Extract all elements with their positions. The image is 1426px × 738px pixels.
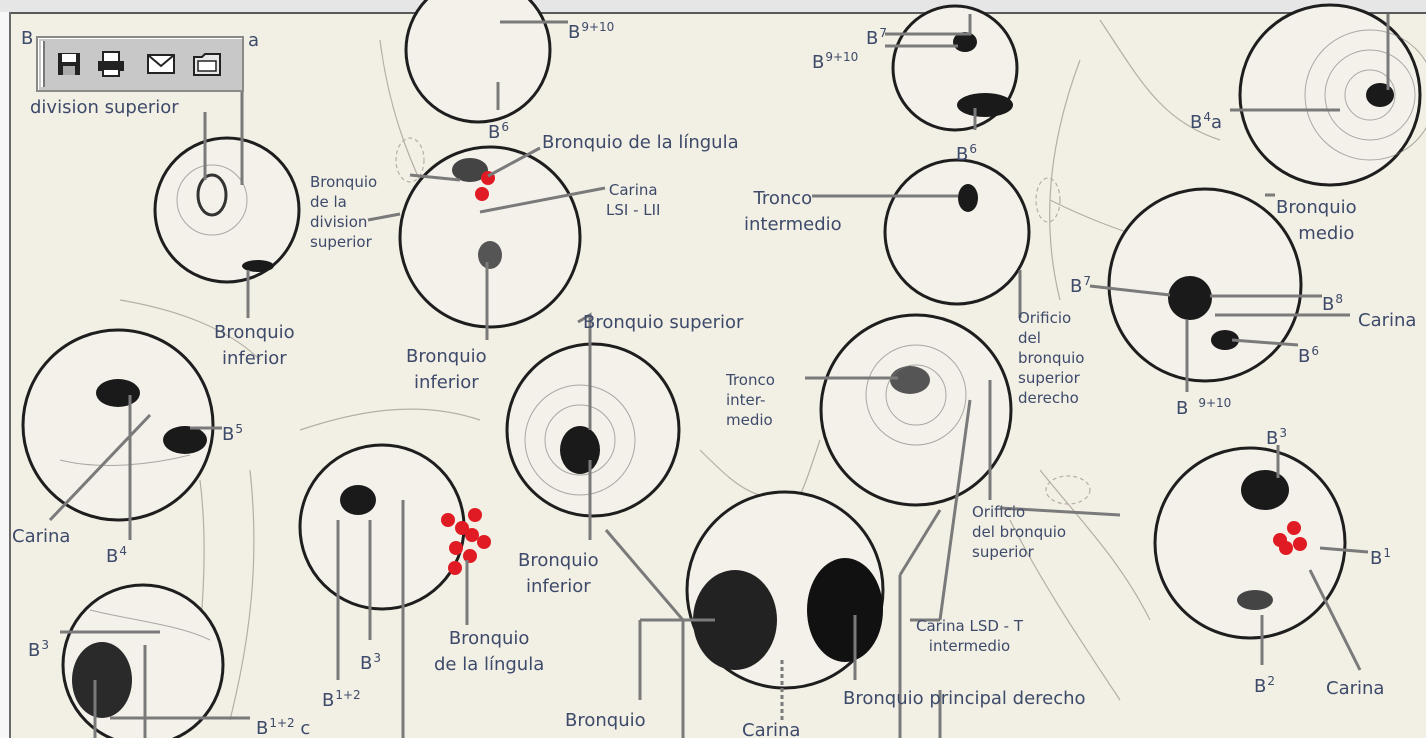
label-bronquio-bottom: Bronquio [565, 708, 646, 734]
view-tronco-inter-medio [821, 315, 1011, 505]
label-carina-left: Carina [12, 524, 70, 550]
label-b4: B4 [106, 538, 127, 570]
label-b1-2-c: B1+2 c [256, 710, 310, 738]
printer-icon [97, 51, 125, 77]
label-b7-right: B7 [1070, 268, 1091, 300]
label-hidden-a: a [248, 28, 259, 54]
label-b9-10-right: B9+10 [812, 44, 858, 76]
label-b1-2: B1+2 [322, 682, 361, 714]
label-b2: B2 [1254, 668, 1275, 700]
label-carina-lsd-t: Carina LSD - T intermedio [916, 616, 1023, 656]
label-tronco-inter-medio: Tronco inter- medio [726, 370, 775, 430]
label-bronquio-lingula-bottom: Bronquio de la língula [434, 626, 544, 678]
floppy-disk-icon [57, 52, 81, 76]
view-b3-b12 [300, 445, 464, 609]
label-b5: B5 [222, 416, 243, 448]
label-b3-left: B3 [28, 632, 49, 664]
label-b8: B8 [1322, 286, 1343, 318]
label-b6-right: B6 [956, 136, 977, 168]
label-orificio-bronquio-superior: Orificio del bronquio superior [972, 502, 1066, 562]
label-carina-right: Carina [1358, 308, 1416, 334]
label-b3-mid: B3 [360, 645, 381, 677]
toolbar-grip[interactable] [41, 41, 45, 87]
label-carina-bottom: Carina [742, 718, 800, 738]
label-bronquio-principal-derecho: Bronquio principal derecho [843, 686, 1086, 712]
label-bronquio-lingula-top: Bronquio de la língula [542, 130, 739, 156]
label-bronquio-medio: Bronquio medio [1276, 195, 1357, 247]
label-b6-top: B6 [488, 114, 509, 146]
label-b7-top-right: B7 [866, 20, 887, 52]
label-bronquio-inferior-2: Bronquio inferior [406, 344, 487, 396]
label-orificio-bronquio-superior-derecho: Orificio del bronquio superior derecho [1018, 308, 1084, 408]
label-hidden-b: B [21, 26, 33, 52]
label-carina-lsi-lii: Carina LSI - LII [606, 180, 660, 220]
label-bronquio-inferior-1: Bronquio inferior [214, 320, 295, 372]
view-b9-10-top [406, 0, 550, 122]
label-b4a: B4a [1190, 104, 1222, 136]
label-division-superior: division superior [30, 95, 179, 121]
label-b6-right2: B6 [1298, 338, 1319, 370]
folder-icon [192, 51, 222, 77]
label-b3-right: B3 [1266, 420, 1287, 452]
print-button[interactable] [94, 48, 128, 80]
floating-toolbar [36, 36, 244, 92]
view-b4-b5 [23, 330, 213, 520]
open-button[interactable] [190, 48, 224, 80]
view-left-upper-division [155, 138, 299, 282]
label-bronquio-superior: Bronquio superior [583, 310, 743, 336]
view-bronquio-superior [507, 344, 679, 516]
label-bronquio-division-superior: Bronquio de la division superior [310, 172, 377, 252]
save-button[interactable] [52, 48, 86, 80]
label-b1: B1 [1370, 540, 1391, 572]
view-tronco-intermedio [885, 160, 1029, 304]
label-b9-10-right2: B9+10 [1176, 390, 1231, 422]
email-button[interactable] [144, 48, 178, 80]
label-carina-bottom-right: Carina [1326, 676, 1384, 702]
label-bronquio-inferior-3: Bronquio inferior [518, 548, 599, 600]
label-b9-10-top: B9+10 [568, 14, 614, 46]
label-tronco-intermedio: Tronco intermedio [724, 186, 842, 238]
envelope-icon [147, 53, 175, 75]
